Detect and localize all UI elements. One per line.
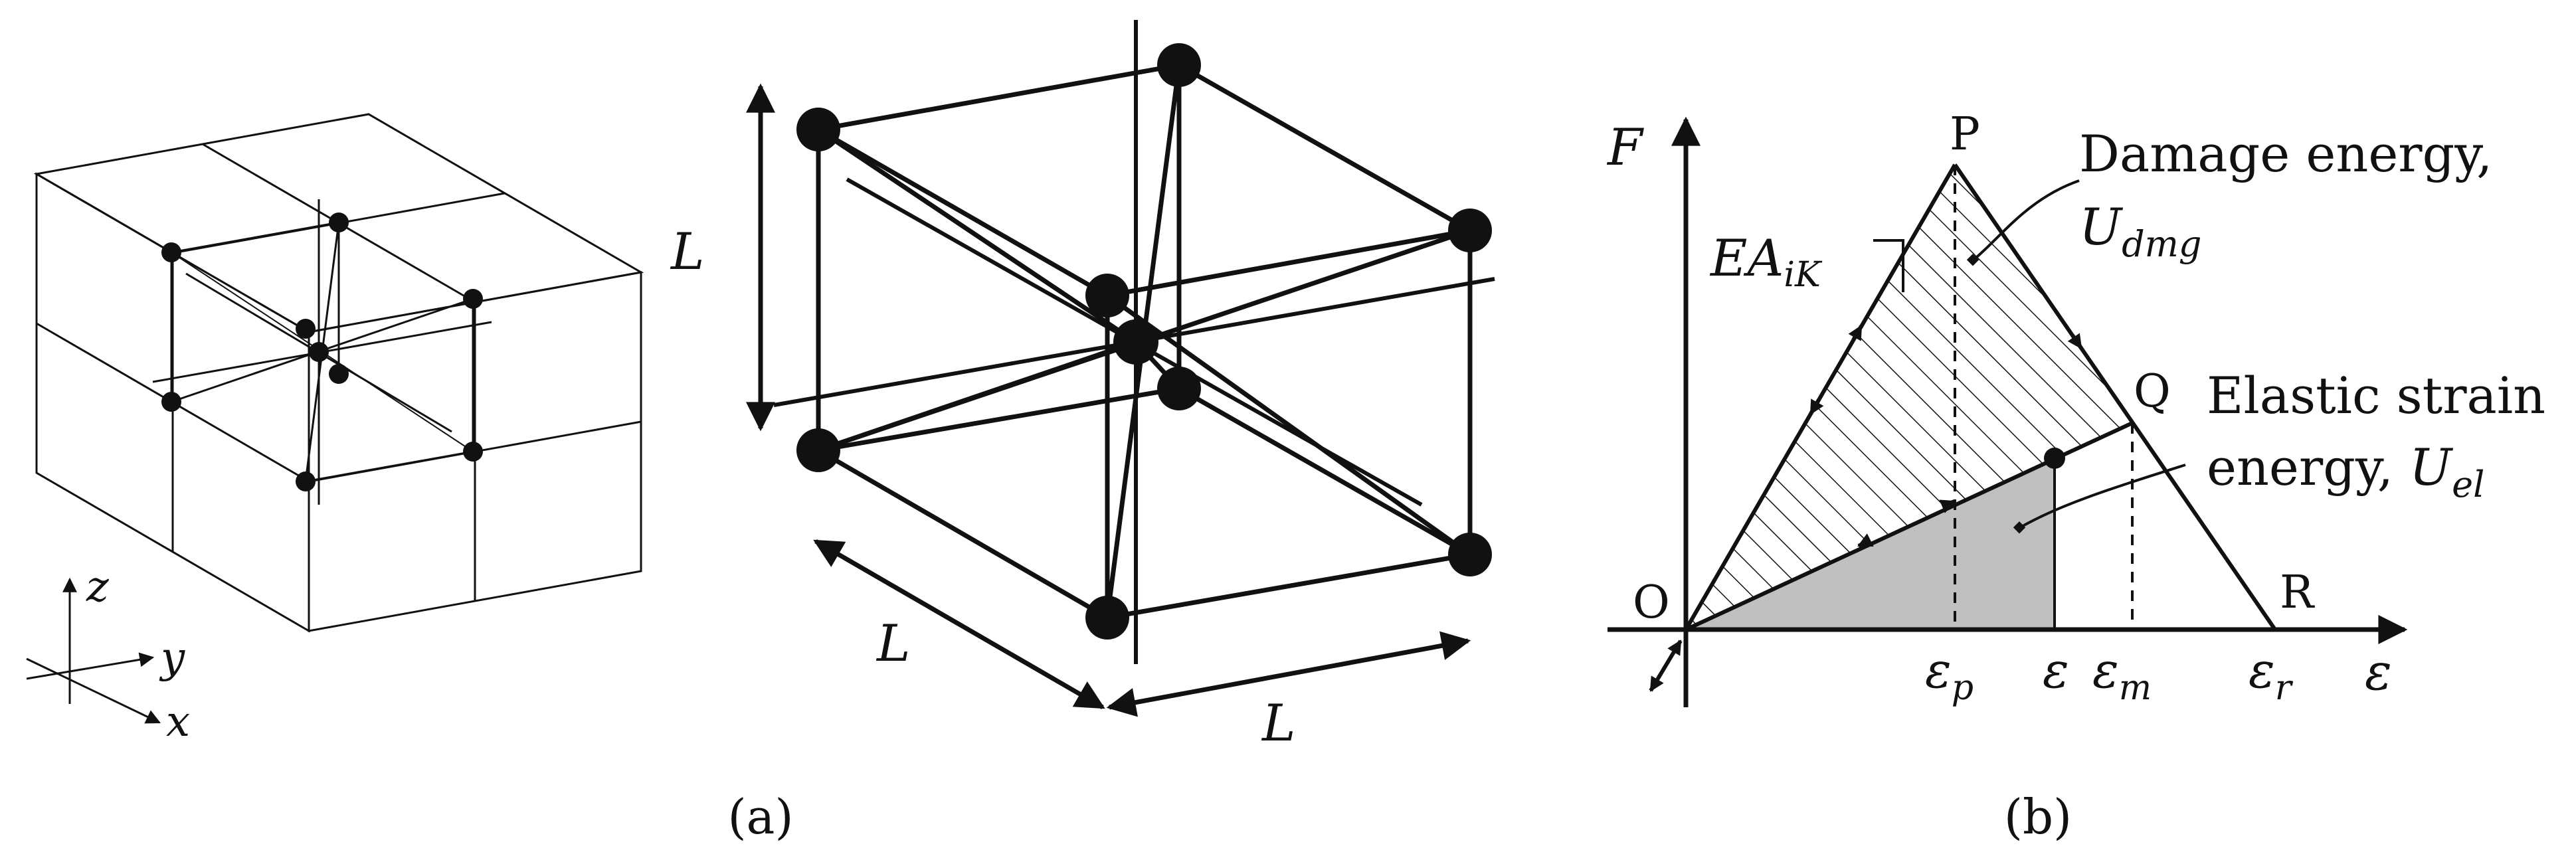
tick-eps-base: ε <box>2043 642 2069 699</box>
lattice-nodes <box>161 213 483 491</box>
damage-label-base: U <box>2079 197 2124 256</box>
unload-arrow <box>1857 533 1874 548</box>
point-label-r: R <box>2280 566 2315 619</box>
state-point <box>2044 448 2065 469</box>
loading-arrow <box>1848 325 1863 341</box>
axis-label-y: y <box>159 634 185 683</box>
elastic-label-line2: energy, Uel <box>2207 438 2484 505</box>
damage-label-sub: dmg <box>2122 223 2201 265</box>
edge-label-width: L <box>1261 693 1295 752</box>
axis-triad <box>26 577 161 724</box>
elastic-leader-dot <box>2013 521 2026 534</box>
slope-label: EAiK <box>1709 228 1823 295</box>
slope-label-base: EA <box>1709 228 1784 288</box>
point-label-p: P <box>1950 108 1980 161</box>
point-label-q: Q <box>2134 365 2171 418</box>
edge-label-depth: L <box>875 614 910 673</box>
point-label-o: O <box>1633 576 1670 629</box>
axis-label-x: x <box>166 697 190 746</box>
axis-label-z: z <box>86 562 110 612</box>
damage-leader-dot <box>1966 254 1979 266</box>
unloading-arrow-upper <box>1809 398 1824 415</box>
edge-label-vertical: L <box>670 222 704 281</box>
tick-eps-p: εp <box>1925 642 1974 708</box>
elastic-leader <box>2018 464 2186 529</box>
axis-label-strain: ε <box>2365 642 2392 701</box>
elastic-label-line1: Elastic strain <box>2207 366 2545 425</box>
elastic-label-prefix: energy, <box>2207 438 2409 497</box>
axis-label-force: F <box>1606 118 1644 177</box>
tick-eps-r-base: ε <box>2249 642 2275 699</box>
guide-lines <box>1954 165 2134 630</box>
tick-eps-p-sub: p <box>1952 668 1974 708</box>
elastic-label-base: U <box>2409 438 2454 497</box>
damage-label-line1: Damage energy, <box>2079 124 2492 183</box>
softening-arrow <box>2067 333 2083 349</box>
caption-a: (a) <box>727 789 793 845</box>
damage-label-line2: Udmg <box>2079 197 2201 265</box>
tick-eps-m-base: ε <box>2092 642 2119 699</box>
dimension-arrow-width <box>1106 631 1471 717</box>
tick-eps: ε <box>2043 642 2069 699</box>
tick-eps-r-sub: r <box>2275 668 2294 708</box>
tick-eps-p-base: ε <box>1925 642 1952 699</box>
tick-eps-m-sub: m <box>2119 668 2152 708</box>
slope-label-sub: iK <box>1784 255 1823 295</box>
caption-b: (b) <box>2004 789 2072 845</box>
tick-eps-m: εm <box>2092 642 2152 708</box>
tick-eps-r: εr <box>2249 642 2294 708</box>
reload-arrow <box>1939 499 1956 513</box>
unit-cell-nodes <box>796 43 1492 640</box>
damage-leader <box>1972 179 2080 262</box>
compression-arrow <box>1649 640 1683 692</box>
dimension-arrow-depth <box>813 539 1105 710</box>
elastic-label-sub: el <box>2452 464 2484 505</box>
chart-axes <box>1608 116 2408 707</box>
damage-energy-region <box>1686 165 2132 630</box>
slope-triangle <box>1873 239 1904 292</box>
